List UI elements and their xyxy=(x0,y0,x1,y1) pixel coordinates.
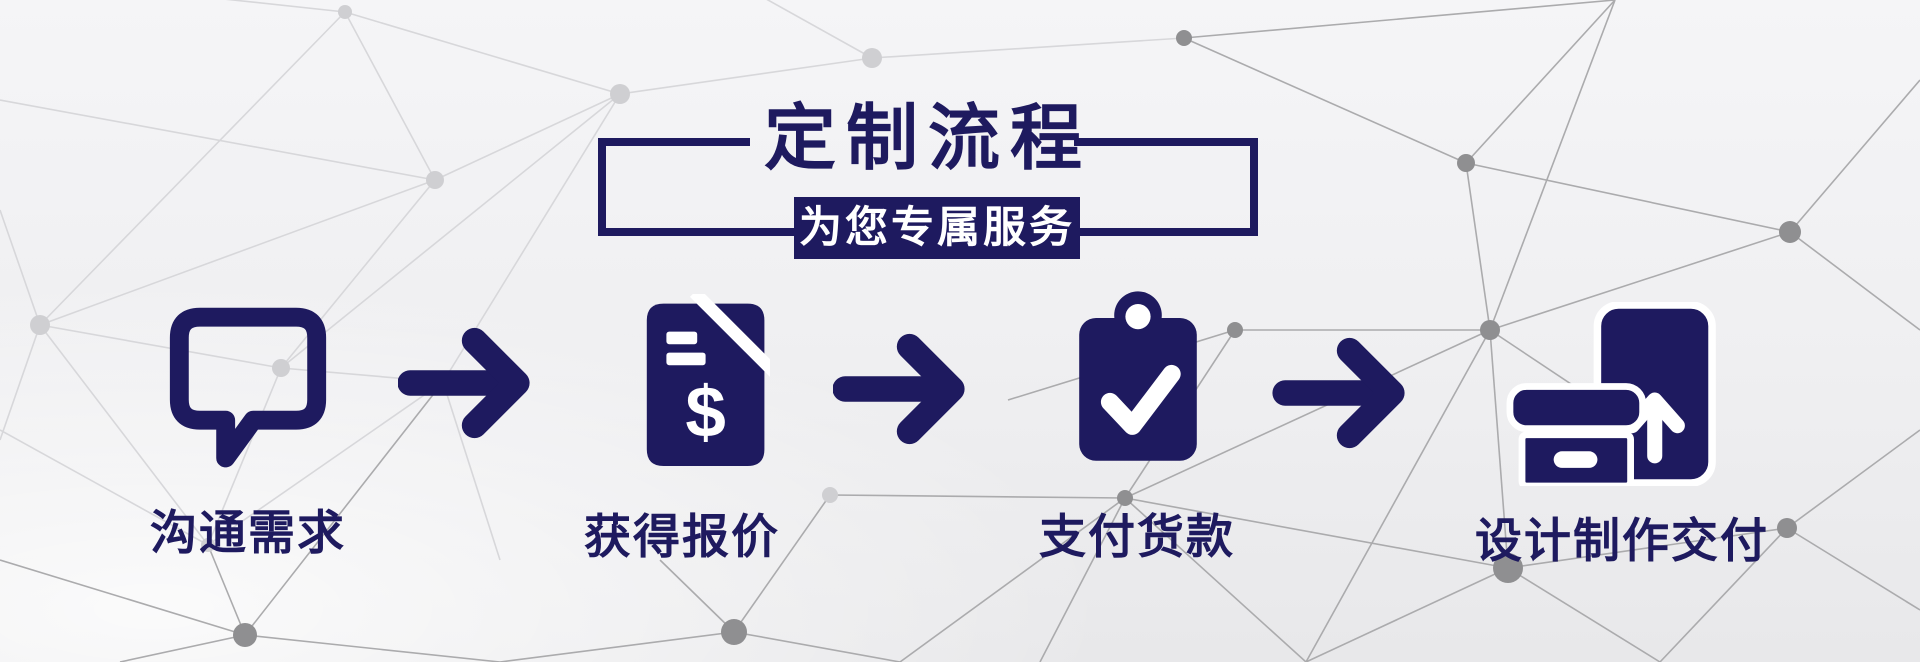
quote-document-icon: $ xyxy=(646,294,770,466)
design-delivery-icon xyxy=(1506,302,1716,486)
title-frame-right-line xyxy=(1250,138,1258,236)
step-label-payment: 支付货款 xyxy=(1039,510,1235,563)
page-subtitle: 为您专属服务 xyxy=(794,197,1080,259)
payment-clipboard-icon xyxy=(1079,291,1197,461)
network-nodes-light xyxy=(30,5,882,552)
speech-bubble-icon xyxy=(169,307,327,468)
network-lines-light xyxy=(0,0,1185,561)
step-label-communicate: 沟通需求 xyxy=(150,506,346,559)
arrow-right-icon xyxy=(1272,337,1405,449)
step-label-delivery: 设计制作交付 xyxy=(1475,514,1769,567)
dollar-sign-glyph: $ xyxy=(685,372,725,453)
title-frame-top-right-line xyxy=(1074,138,1258,146)
step-label-quote: 获得报价 xyxy=(584,510,780,563)
arrow-right-icon xyxy=(398,327,530,439)
page-title: 定制流程 xyxy=(763,99,1092,179)
title-frame-top-left-line xyxy=(598,138,750,146)
arrow-right-icon xyxy=(833,333,965,445)
title-frame-left-line xyxy=(598,138,606,236)
